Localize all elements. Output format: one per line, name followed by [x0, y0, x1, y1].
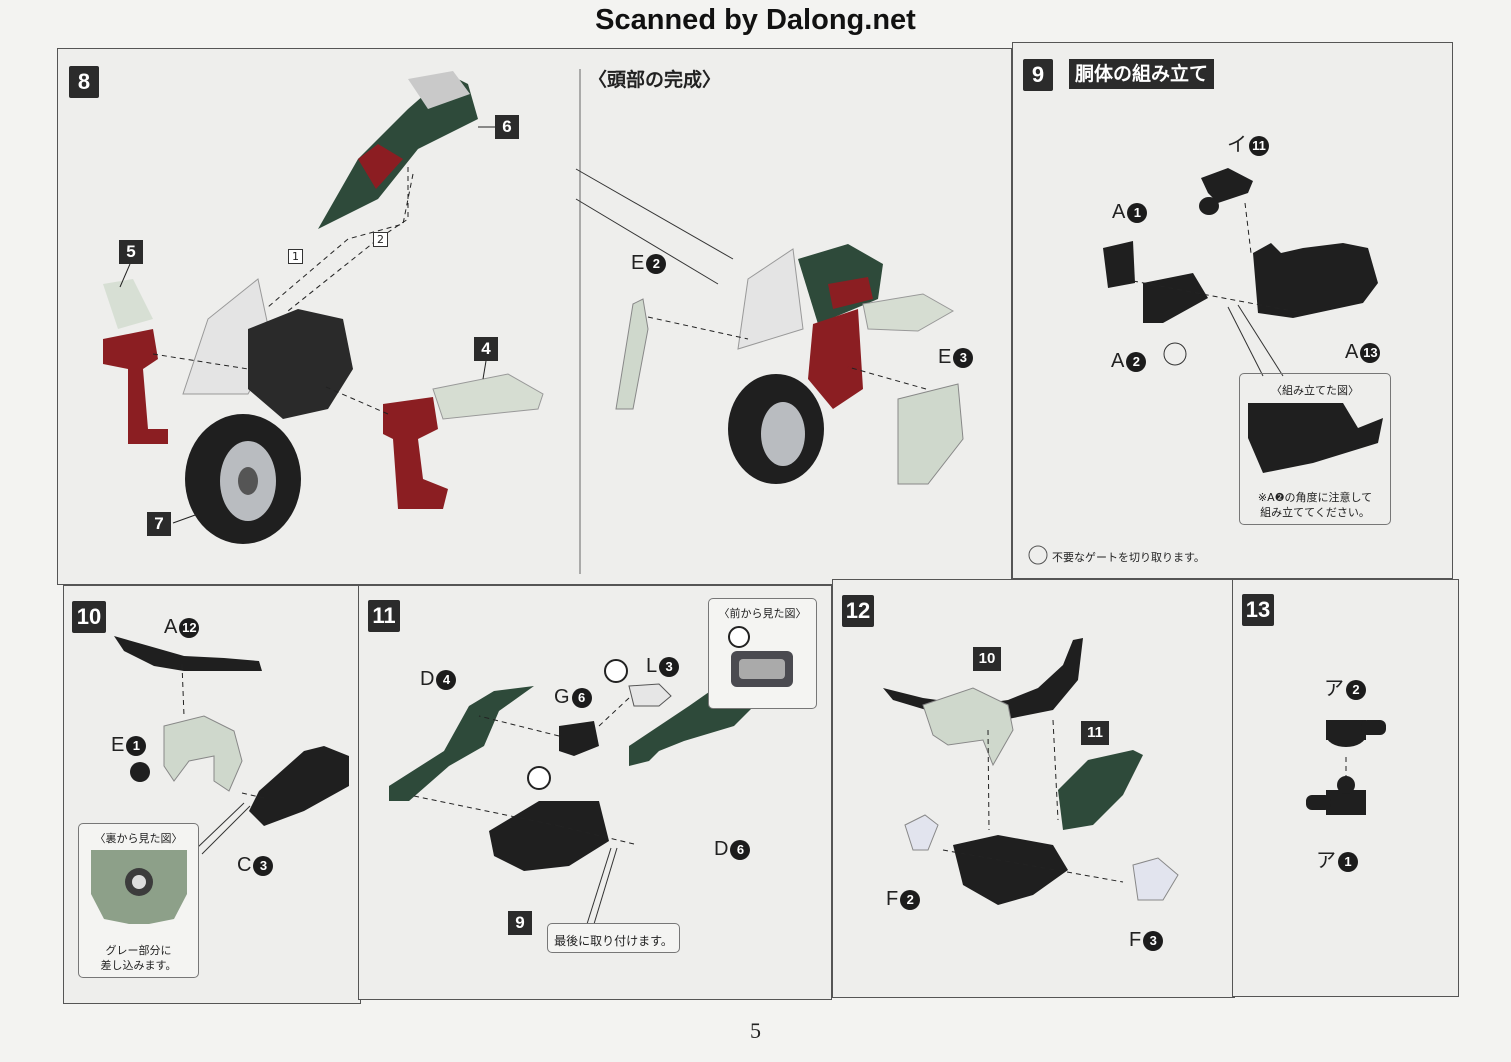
- step13-illustration: [1306, 720, 1386, 815]
- part-tag-9: 9: [508, 911, 532, 935]
- page-number: 5: [750, 1018, 761, 1043]
- part-tag-4: 4: [474, 337, 498, 361]
- step11-callout-illustration: [728, 626, 793, 687]
- step10-illustration: [114, 636, 349, 855]
- step9-illustration: [1028, 168, 1383, 565]
- step11-number: 11: [368, 600, 400, 632]
- step10-callout-note-1: グレー部分に: [105, 944, 172, 957]
- step12-number: 12: [842, 595, 874, 627]
- part-tag-10: 10: [973, 647, 1001, 671]
- part-tag-6: 6: [495, 115, 519, 139]
- step11-note-box: 最後に取り付けます。: [547, 923, 680, 953]
- step13-number: 13: [1242, 594, 1274, 626]
- step10-callout-title: 〈裏から見た図〉: [94, 832, 183, 845]
- step9-callout-note-1: ※A❷の角度に注意して: [1257, 491, 1373, 504]
- step10-number: 10: [72, 601, 106, 633]
- part-tag-11: 11: [1081, 721, 1109, 745]
- part-tag-7: 7: [147, 512, 171, 536]
- step11-note: 最後に取り付けます。: [554, 934, 673, 948]
- step10-back-view-callout: 〈裏から見た図〉 グレー部分に 差し込みます。: [78, 823, 199, 978]
- step11-callout-title: 〈前から見た図〉: [718, 607, 807, 620]
- step9-callout-title: 〈組み立てた図〉: [1271, 384, 1359, 397]
- arrow-mark-1: 1: [288, 249, 303, 264]
- step8-illustration: [103, 69, 964, 574]
- step10-callout-illustration: [91, 850, 187, 924]
- step9-assembled-callout: 〈組み立てた図〉 ※A❷の角度に注意して 組み立ててください。: [1239, 373, 1391, 525]
- step10-callout-note-2: 差し込みます。: [100, 959, 177, 972]
- step12-illustration: [883, 638, 1179, 905]
- step9-number: 9: [1023, 59, 1053, 91]
- step8-number: 8: [69, 66, 99, 98]
- step9-footnote: 不要なゲートを切り取ります。: [1052, 551, 1205, 564]
- step9-callout-note-2: 組み立ててください。: [1260, 506, 1370, 519]
- step8-subtitle: 〈頭部の完成〉: [588, 69, 722, 91]
- scan-credit: Scanned by Dalong.net: [595, 4, 916, 36]
- arrow-mark-2: 2: [373, 232, 388, 247]
- step11-front-view-callout: 〈前から見た図〉: [708, 598, 817, 709]
- part-tag-5: 5: [119, 240, 143, 264]
- step9-title: 胴体の組み立て: [1069, 59, 1215, 89]
